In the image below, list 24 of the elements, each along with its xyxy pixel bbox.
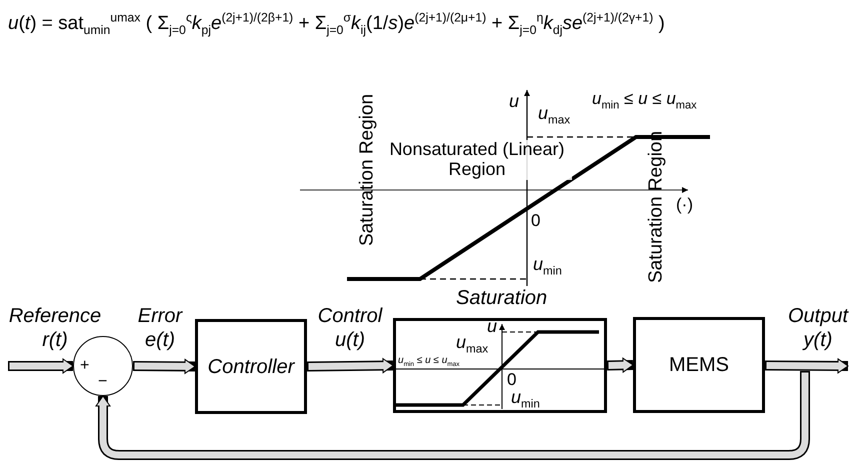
edge-label: Control u(t) (316, 304, 384, 352)
sign-label: + (80, 357, 90, 375)
sign-label: − (98, 373, 108, 391)
plot-label: u$_{min}$ ≤ u ≤ u$_{max}$ (592, 90, 697, 109)
plot-label: Saturation Region (358, 94, 378, 246)
plot-label: u$_{min}$ (533, 255, 562, 275)
edge-label: Reference r(t) (8, 304, 102, 352)
edge-label: Error e(t) (136, 304, 184, 352)
plot-label: u$_{min}$ ≤ u ≤ u$_{max}$ (398, 355, 460, 366)
plot-label: 0 (531, 212, 540, 231)
process-block (633, 317, 765, 413)
plot-label: u$_{max}$ (538, 104, 570, 124)
block-title: Saturation (456, 287, 548, 309)
control-law-equation: u(t) = sat$_{umin}$$^{umax}$ ( Σ$_{j=0}$$^{ς}$k$_{pj}$e$^{(2j+1)/(2β+1)}$ + Σ$_{j=0}$$^{σ}$k$_{ij}$(1/s)e$^{(2j+1)/(2μ+1)}$ + Σ$_{j=0}$$^{η}$k$_{dj}$se$^{(2j+1)/(2γ+1)}$ ) (8, 14, 665, 35)
plot-label: u (487, 317, 498, 337)
plot-label: (·) (676, 196, 693, 215)
plot-label: u (509, 92, 520, 112)
plot-label: u$_{min}$ (511, 388, 540, 408)
process-block (195, 319, 307, 414)
plot-label: 0 (507, 371, 516, 390)
plot-label: u$_{max}$ (456, 333, 488, 353)
block-label: MEMS (669, 354, 729, 376)
edge-label: Output y(t) (786, 304, 850, 352)
block-label: Controller (208, 356, 294, 378)
